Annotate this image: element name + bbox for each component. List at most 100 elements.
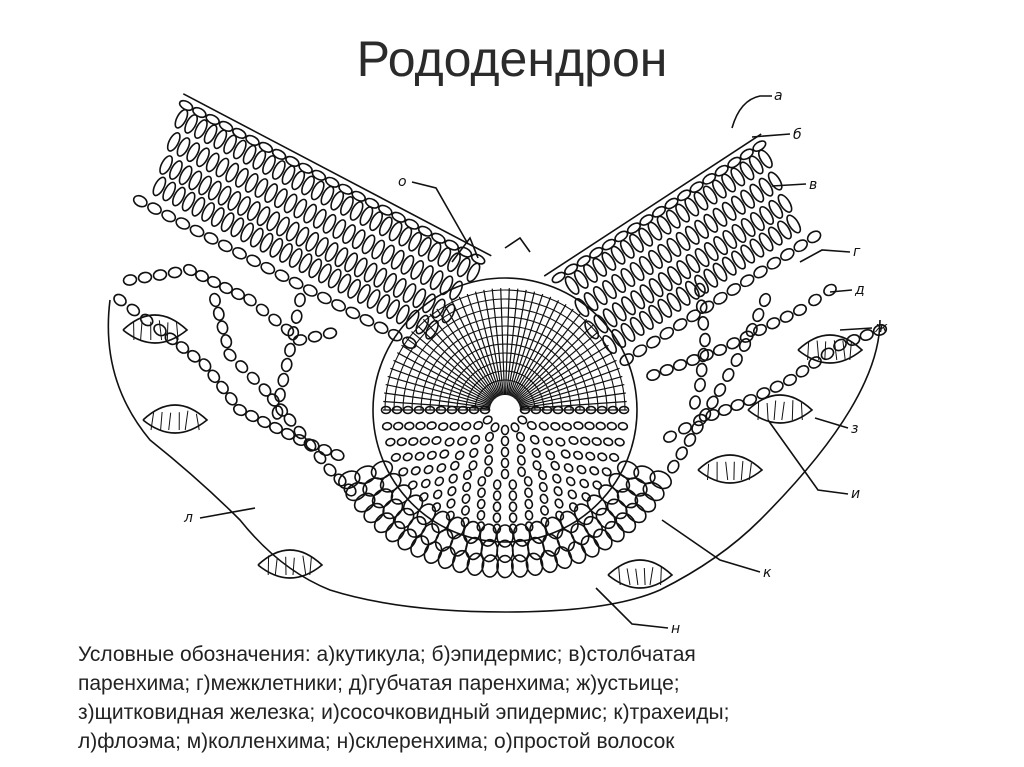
xylem-ring [420, 325, 590, 411]
phloem-cell [448, 473, 458, 484]
xylem-ring [447, 352, 563, 411]
left-wing-cell [215, 157, 230, 178]
left-wing-cell [293, 198, 308, 219]
label-g: г [853, 244, 861, 260]
label-v: в [809, 177, 817, 193]
phloem-cell [392, 421, 404, 431]
sclerenchyma-cell [338, 470, 361, 490]
left-wing-cell [256, 206, 271, 227]
left-wing-cell [392, 278, 407, 298]
sclerenchyma-cell [496, 554, 514, 579]
spongy-cell [683, 433, 697, 447]
spongy-cell [659, 363, 674, 377]
left-wing-cell [301, 175, 315, 196]
left-wing-cell [373, 267, 388, 288]
phloem-cell [540, 505, 549, 516]
right-wing-cell [759, 205, 775, 226]
phloem-cell [484, 443, 494, 454]
phloem-cell [436, 463, 447, 473]
gland-cell-wall [660, 566, 662, 586]
left-wing-cell [291, 170, 306, 191]
left-wing-cell [262, 155, 276, 175]
spongy-cell [330, 448, 345, 462]
right-wing-cell [573, 269, 589, 289]
right-wing-cell [564, 275, 580, 295]
simple-hair [451, 236, 479, 263]
xylem-ray [517, 344, 609, 403]
spongy-cell [126, 303, 141, 317]
right-wing-cell [656, 215, 672, 235]
phloem-cell [550, 460, 560, 471]
right-wing-cell [619, 239, 635, 259]
spongy-cell [255, 303, 270, 317]
spongy-cell [795, 364, 810, 378]
gland-cell-wall [166, 322, 169, 341]
glandular-scale [257, 549, 324, 579]
right-wing-cell [758, 177, 774, 197]
left-wing-cell [220, 212, 235, 233]
right-wing-cell [749, 183, 765, 203]
spongy-cell [769, 380, 784, 393]
left-wing-cell [269, 237, 284, 258]
spongy-cell [175, 341, 190, 354]
left-wing-cell [193, 119, 208, 139]
right-wing-cell [666, 292, 682, 312]
left-wing-cell [288, 248, 303, 268]
phloem-cell [470, 434, 481, 445]
sclerenchyma-cell [451, 549, 471, 574]
left-wing-cell [351, 229, 366, 250]
epidermis-cell [245, 134, 260, 147]
spongy-cell [274, 387, 286, 403]
phloem-cell [618, 405, 630, 415]
left-wing-cell [369, 211, 384, 232]
phloem-cell [508, 501, 518, 512]
right-wing-cell [665, 209, 681, 229]
phloem-cell [538, 481, 548, 493]
spongy-cell [258, 383, 272, 397]
left-wing-cell [344, 252, 359, 273]
left-wing-cell [174, 108, 189, 129]
xylem-ray [504, 288, 510, 396]
spongy-cell [224, 392, 238, 406]
xylem-ray [416, 324, 495, 401]
spongy-cell [663, 430, 677, 443]
sclerenchyma-cell [382, 498, 404, 520]
gland-cell-wall [195, 413, 200, 431]
xylem-ray [483, 289, 503, 396]
right-wing-cell [777, 220, 792, 240]
right-wing-cell [611, 328, 627, 348]
right-wing-cell [739, 161, 755, 181]
right-wing-cell [592, 286, 608, 306]
spongy-cell [745, 322, 758, 338]
leader-o [411, 181, 469, 245]
right-wing-cell [592, 257, 608, 277]
left-wing-cell [252, 149, 267, 170]
right-wing-cell [629, 233, 644, 253]
epidermis-cell [338, 183, 353, 195]
right-wing-cell [639, 284, 655, 304]
sclerenchyma-cell [567, 541, 587, 564]
phloem-cell [591, 437, 602, 446]
left-wing-cell [419, 265, 434, 285]
right-wing-cell [684, 225, 700, 245]
spongy-cell [699, 332, 711, 348]
right-wing-cell [601, 251, 617, 271]
phloem-cell [419, 436, 430, 446]
spongy-cell [153, 323, 167, 337]
left-wing-cell [207, 180, 222, 201]
right-wing-cell [638, 255, 654, 276]
left-wing-cell [232, 139, 247, 160]
phloem-cell [435, 405, 447, 415]
left-wing-cell [427, 242, 442, 262]
phloem-cell [519, 405, 531, 415]
glandular-scale [697, 454, 764, 484]
left-wing-cell [412, 288, 427, 309]
phloem-cell [568, 436, 579, 445]
sclerenchyma-cell [592, 528, 613, 551]
phloem-cell [516, 455, 526, 466]
phloem-cell [415, 421, 426, 431]
right-wing-cell [703, 268, 719, 288]
left-wing-cell [205, 152, 220, 173]
left-wing-cell [188, 170, 203, 191]
phloem-cell [444, 437, 455, 447]
